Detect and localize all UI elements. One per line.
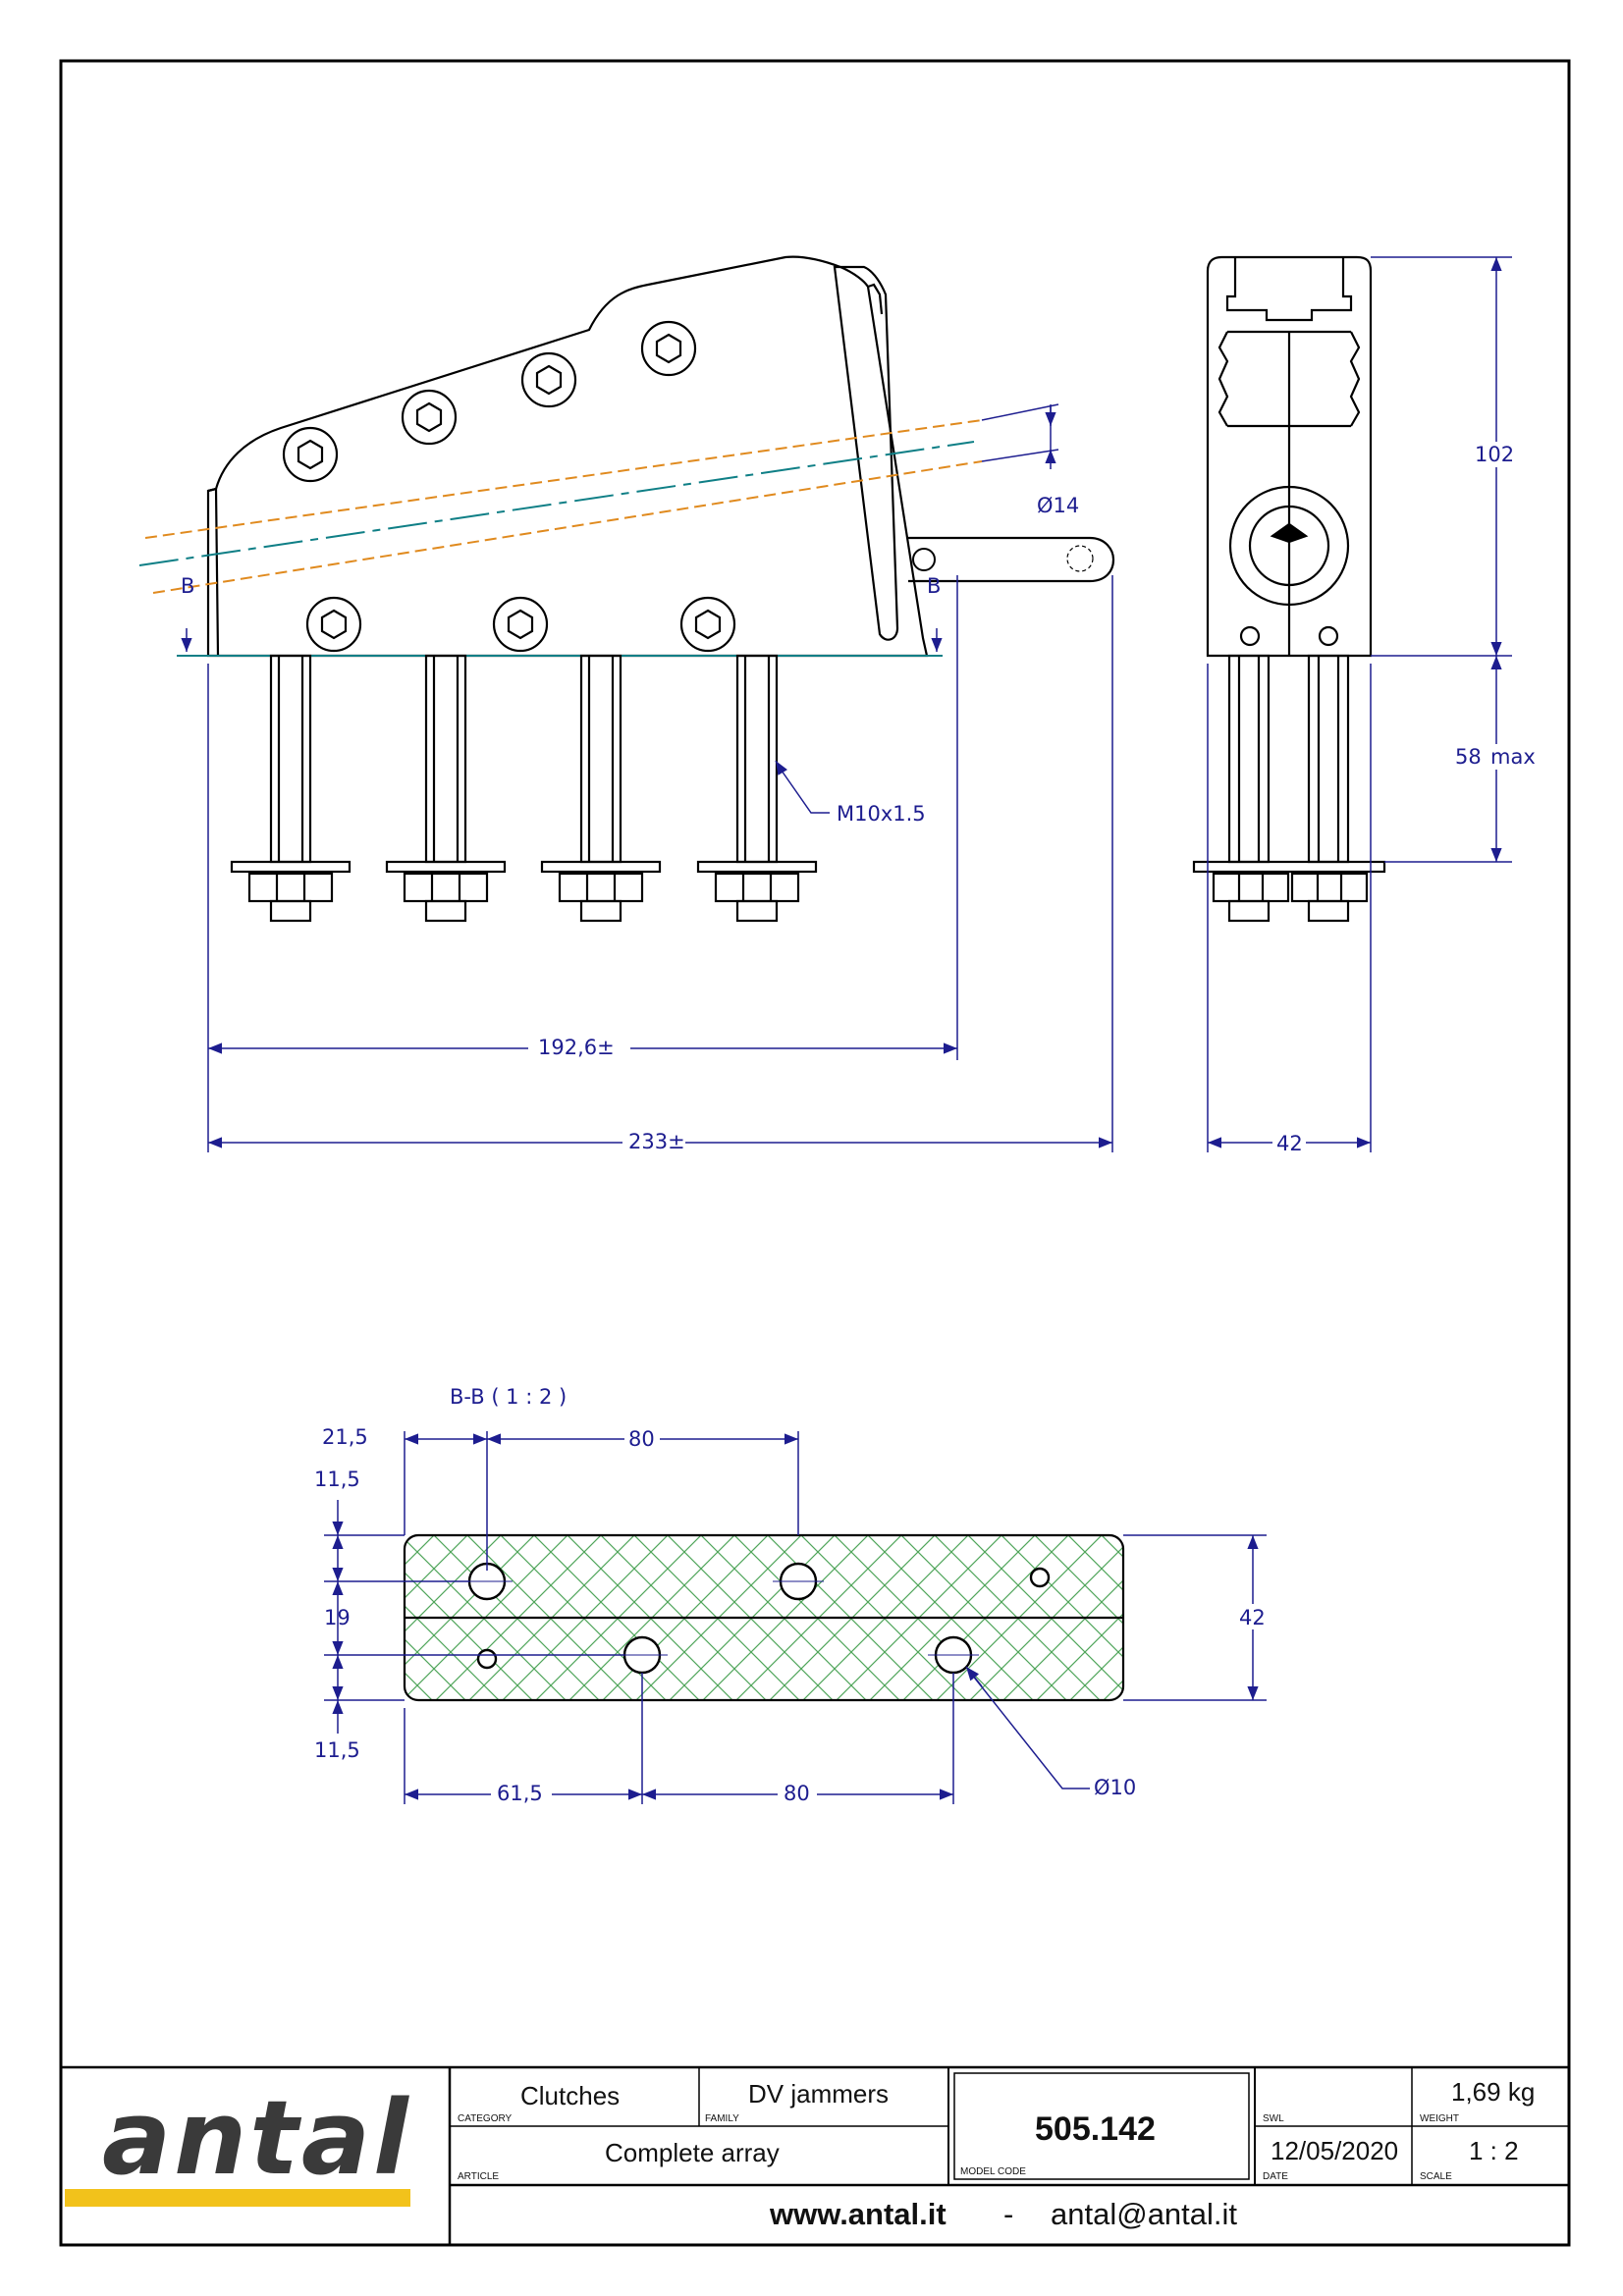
article-value: Complete array	[605, 2138, 780, 2167]
website-link[interactable]: www.antal.it	[769, 2197, 947, 2231]
dim-80-top: 80	[628, 1427, 655, 1451]
dim-80-bottom: 80	[784, 1782, 810, 1805]
front-bolts	[1192, 654, 1386, 923]
width-42-label: 42	[1276, 1132, 1303, 1155]
article-label: ARTICLE	[458, 2171, 499, 2182]
hole-diameter-label: Ø10	[1094, 1776, 1136, 1799]
family-label: FAMILY	[705, 2113, 739, 2124]
pin-hole	[476, 1648, 498, 1670]
height-102-label: 102	[1475, 443, 1514, 466]
section-title: B-B ( 1 : 2 )	[450, 1385, 567, 1409]
drawing-frame	[59, 59, 1571, 2247]
dim-21-5: 21,5	[322, 1425, 368, 1449]
length-233-label: 233±	[628, 1130, 685, 1153]
thread-label: M10x1.5	[837, 802, 926, 826]
rope-path	[138, 419, 983, 594]
rope-hole	[1228, 485, 1350, 607]
front-view-dimensions	[1207, 256, 1512, 1152]
top-screws	[282, 320, 697, 483]
date-value: 12/05/2020	[1271, 2136, 1398, 2165]
side-view-dimensions	[181, 403, 1113, 1152]
family-value: DV jammers	[748, 2079, 889, 2109]
side-view	[177, 255, 1115, 923]
section-mark-b-left: B	[181, 574, 194, 598]
bottom-screws	[305, 596, 736, 653]
front-view	[1192, 255, 1386, 923]
logo-bar	[65, 2189, 410, 2207]
contact-separator: -	[1003, 2197, 1013, 2231]
front-lever	[833, 265, 899, 641]
scale-label: SCALE	[1420, 2171, 1452, 2182]
shackle	[908, 536, 1115, 583]
pin-hole	[1029, 1567, 1051, 1588]
dim-11-5-top: 11,5	[314, 1468, 360, 1491]
height-58-unit: max	[1490, 745, 1536, 769]
mounting-bolts	[230, 654, 818, 923]
date-label: DATE	[1263, 2171, 1288, 2182]
dim-11-5-bottom: 11,5	[314, 1738, 360, 1762]
section-mark-b-right: B	[927, 574, 941, 598]
swl-label: SWL	[1263, 2113, 1284, 2124]
weight-label: WEIGHT	[1420, 2113, 1459, 2124]
antal-logo: antal	[102, 2078, 411, 2198]
dim-42-plate: 42	[1239, 1606, 1266, 1629]
scale-value: 1 : 2	[1469, 2136, 1519, 2165]
weight-value: 1,69 kg	[1451, 2077, 1535, 2107]
section-b-b	[403, 1533, 1125, 1702]
category-label: CATEGORY	[458, 2113, 513, 2124]
height-58-label: 58	[1455, 745, 1482, 769]
email-link[interactable]: antal@antal.it	[1051, 2197, 1237, 2231]
rope-diameter-label: Ø14	[1037, 494, 1079, 517]
jammer-body	[206, 255, 929, 658]
dim-19: 19	[324, 1606, 351, 1629]
title-block	[61, 2065, 1569, 2245]
category-value: Clutches	[520, 2081, 620, 2110]
length-192-label: 192,6±	[538, 1036, 615, 1059]
front-body	[1206, 255, 1373, 658]
model-code: 505.142	[1035, 2110, 1156, 2148]
model-code-label: MODEL CODE	[960, 2166, 1026, 2177]
dim-61-5: 61,5	[497, 1782, 543, 1805]
